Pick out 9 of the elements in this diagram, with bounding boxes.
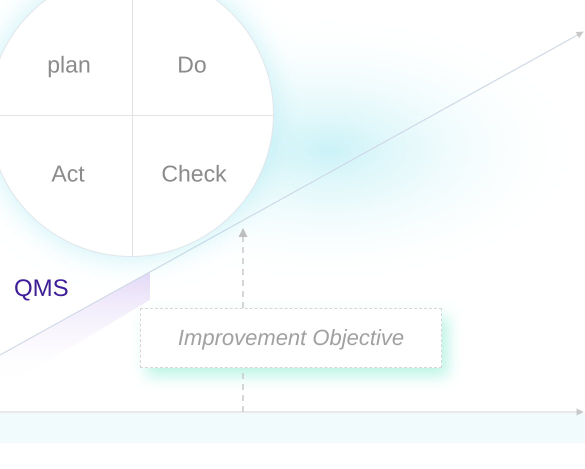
dashed-line bbox=[242, 370, 244, 412]
quadrant-label: plan bbox=[47, 52, 91, 78]
dashed-arrow bbox=[238, 228, 248, 308]
qms-label: QMS bbox=[14, 275, 69, 303]
quadrant-label: Act bbox=[51, 160, 85, 188]
objective-box: Improvement Objective bbox=[140, 308, 442, 368]
quadrant-label: Do bbox=[177, 52, 207, 78]
horizontal-axis bbox=[0, 408, 585, 443]
quadrant-label: Check bbox=[161, 160, 227, 188]
